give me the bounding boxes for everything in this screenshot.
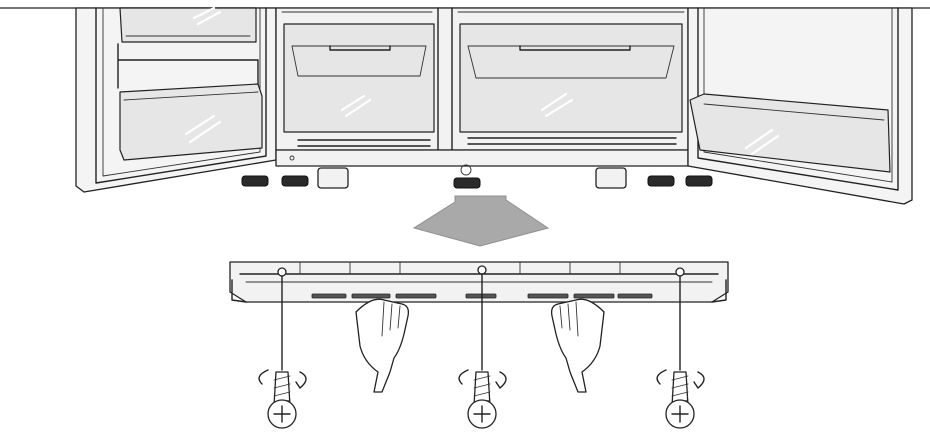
screw-icon bbox=[259, 370, 306, 428]
cover-panel-icon bbox=[230, 262, 728, 302]
screw-icon bbox=[459, 370, 506, 428]
hand-icon bbox=[552, 299, 604, 392]
hand-icon bbox=[356, 299, 408, 392]
screw-icon bbox=[657, 370, 704, 428]
left-door-upper-bin bbox=[120, 8, 256, 42]
fridge-icon bbox=[76, 8, 912, 204]
arrow-down-icon bbox=[414, 196, 548, 246]
fridge-feet bbox=[242, 168, 712, 188]
right-door bbox=[688, 8, 912, 204]
left-compartment-drawer bbox=[284, 24, 434, 132]
left-door-lower-bin bbox=[120, 84, 262, 160]
fridge-body bbox=[276, 8, 688, 175]
left-door bbox=[76, 8, 276, 192]
